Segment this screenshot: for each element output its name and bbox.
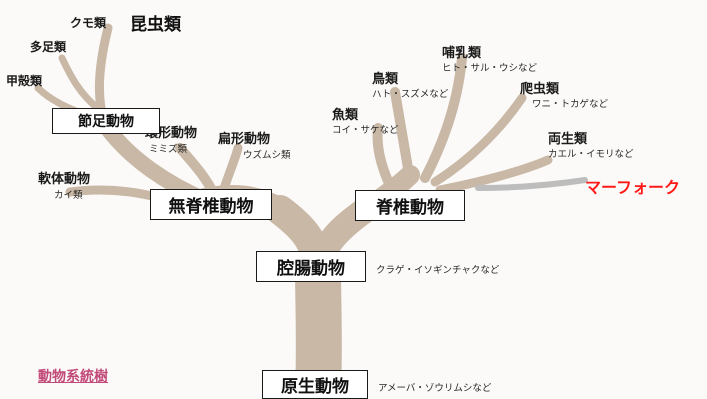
branch-mammalia [420,53,467,183]
label-pisces: 魚類 [332,108,359,123]
node-invertebrata: 無脊椎動物 [150,189,272,220]
label-mammalia-examples: ヒト・サル・ウシなど [442,63,538,74]
label-aves-examples: ハト・スズメなど [372,89,449,100]
label-mollusca: 軟体動物 [38,172,91,187]
label-annelida-examples: ミミズ類 [149,144,188,155]
label-myriapoda: 多足類 [30,40,67,54]
label-platyhelminthes-examples: ウズムシ類 [243,150,291,161]
label-pisces-examples: コイ・サケなど [332,125,399,136]
label-reptilia: 爬虫類 [520,82,560,97]
node-arthropoda: 節足動物 [52,108,160,134]
branch-myriapoda [58,54,104,114]
label-spider: クモ類 [70,16,107,30]
branch-aves [390,87,415,185]
branch-mollusca [65,185,165,203]
label-mammalia: 哺乳類 [442,46,482,61]
node-vertebrata: 脊椎動物 [355,190,465,221]
diagram-title: 昆虫類 [130,15,181,35]
label-mollusca-examples: カイ類 [54,190,83,201]
label-reptilia-examples: ワニ・トカゲなど [532,99,609,110]
label-amphibia: 両生類 [548,132,588,147]
branch-reptilia [430,93,527,187]
node-coelenterata: 腔腸動物 [256,251,366,282]
branch-amphibia [435,155,553,195]
label-aves: 鳥類 [372,72,399,87]
label-platyhelminthes: 扁形動物 [218,132,271,147]
pointer-label: マーフォーク [585,178,681,197]
node-protozoa: 原生動物 [262,370,368,399]
branch-marfolk [475,177,588,191]
branch-pisces [372,123,397,195]
node-coelenterata-examples: クラゲ・イソギンチャクなど [376,265,500,276]
label-amphibia-examples: カエル・イモリなど [548,149,634,160]
label-crustacea: 甲殻類 [6,74,43,88]
node-protozoa-examples: アメーバ・ゾウリムシなど [378,383,492,394]
diagram-caption: 動物系統樹 [38,369,108,385]
